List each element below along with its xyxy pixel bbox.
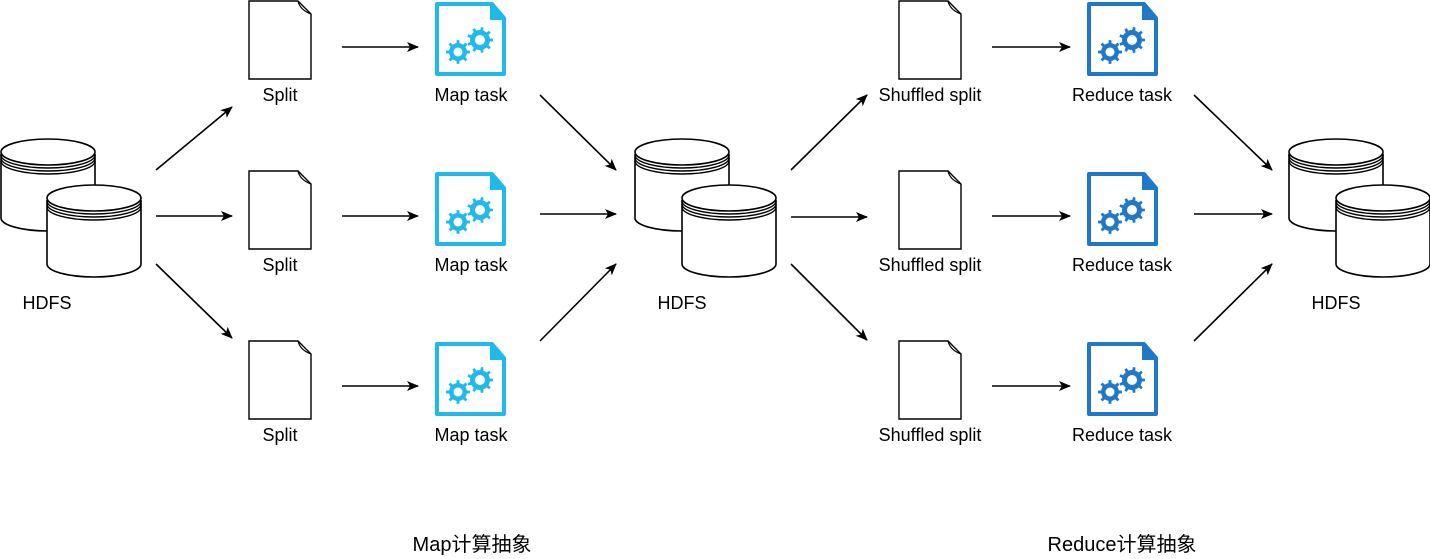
document-fold [1142,174,1156,190]
hdfs-source: HDFS [0,138,142,313]
gear-hole [453,47,463,57]
map-task-label: Map task [434,85,508,105]
gear-document-icon [1087,2,1158,76]
gear-hole [1127,375,1137,385]
document-icon [898,170,962,250]
gear-hole [475,35,485,45]
arrow [790,94,868,171]
arrow [539,263,617,342]
document-fold [490,174,504,190]
gear-hole [1105,387,1115,397]
shuffled-split-label: Shuffled split [879,425,982,445]
document-icon [248,0,312,80]
database-icon [46,184,142,278]
hdfs-label: HDFS [23,293,72,313]
gear-hole [1127,205,1137,215]
reduce-task-label: Reduce task [1072,255,1173,275]
split-label: Split [262,85,297,105]
document-fold [490,344,504,360]
arrow [1193,94,1273,171]
gear-document-icon [435,342,506,416]
map-task-label: Map task [434,255,508,275]
split-node: Split [248,0,312,105]
document-icon [248,340,312,420]
hdfs-label: HDFS [658,293,707,313]
gear-hole [1105,217,1115,227]
shuffled-split-node: Shuffled split [879,170,982,275]
gear-document-icon [1087,342,1158,416]
hdfs-intermediate: HDFS [634,138,777,313]
gear-document-icon [435,172,506,246]
document-icon [898,340,962,420]
hdfs-output: HDFS [1288,138,1430,313]
split-label: Split [262,425,297,445]
document-icon [248,170,312,250]
shuffled-split-node: Shuffled split [879,340,982,445]
arrow [790,263,868,341]
reduce-caption: Reduce计算抽象 [1048,533,1197,556]
hdfs-label: HDFS [1312,293,1361,313]
shuffled-split-label: Shuffled split [879,255,982,275]
arrows [155,42,1273,391]
document-fold [1142,344,1156,360]
gear-document-icon [1087,172,1158,246]
gear-hole [453,217,463,227]
document-fold [1142,4,1156,20]
arrow [1193,263,1273,342]
gear-hole [453,387,463,397]
map-caption: Map计算抽象 [413,533,532,556]
document-icon [898,0,962,80]
shuffled-split-node: Shuffled split [879,0,982,105]
database-icon [1335,184,1430,278]
gear-hole [1127,35,1137,45]
split-node: Split [248,170,312,275]
arrow [155,106,233,171]
map-task-label: Map task [434,425,508,445]
document-fold [490,4,504,20]
shuffled-split-label: Shuffled split [879,85,982,105]
arrow [155,263,233,339]
split-node: Split [248,340,312,445]
split-label: Split [262,255,297,275]
reduce-task-label: Reduce task [1072,85,1173,105]
gear-hole [475,375,485,385]
gear-hole [1105,47,1115,57]
reduce-task-label: Reduce task [1072,425,1173,445]
gear-document-icon [435,2,506,76]
arrow [539,94,617,171]
database-icon [681,184,777,278]
gear-hole [475,205,485,215]
